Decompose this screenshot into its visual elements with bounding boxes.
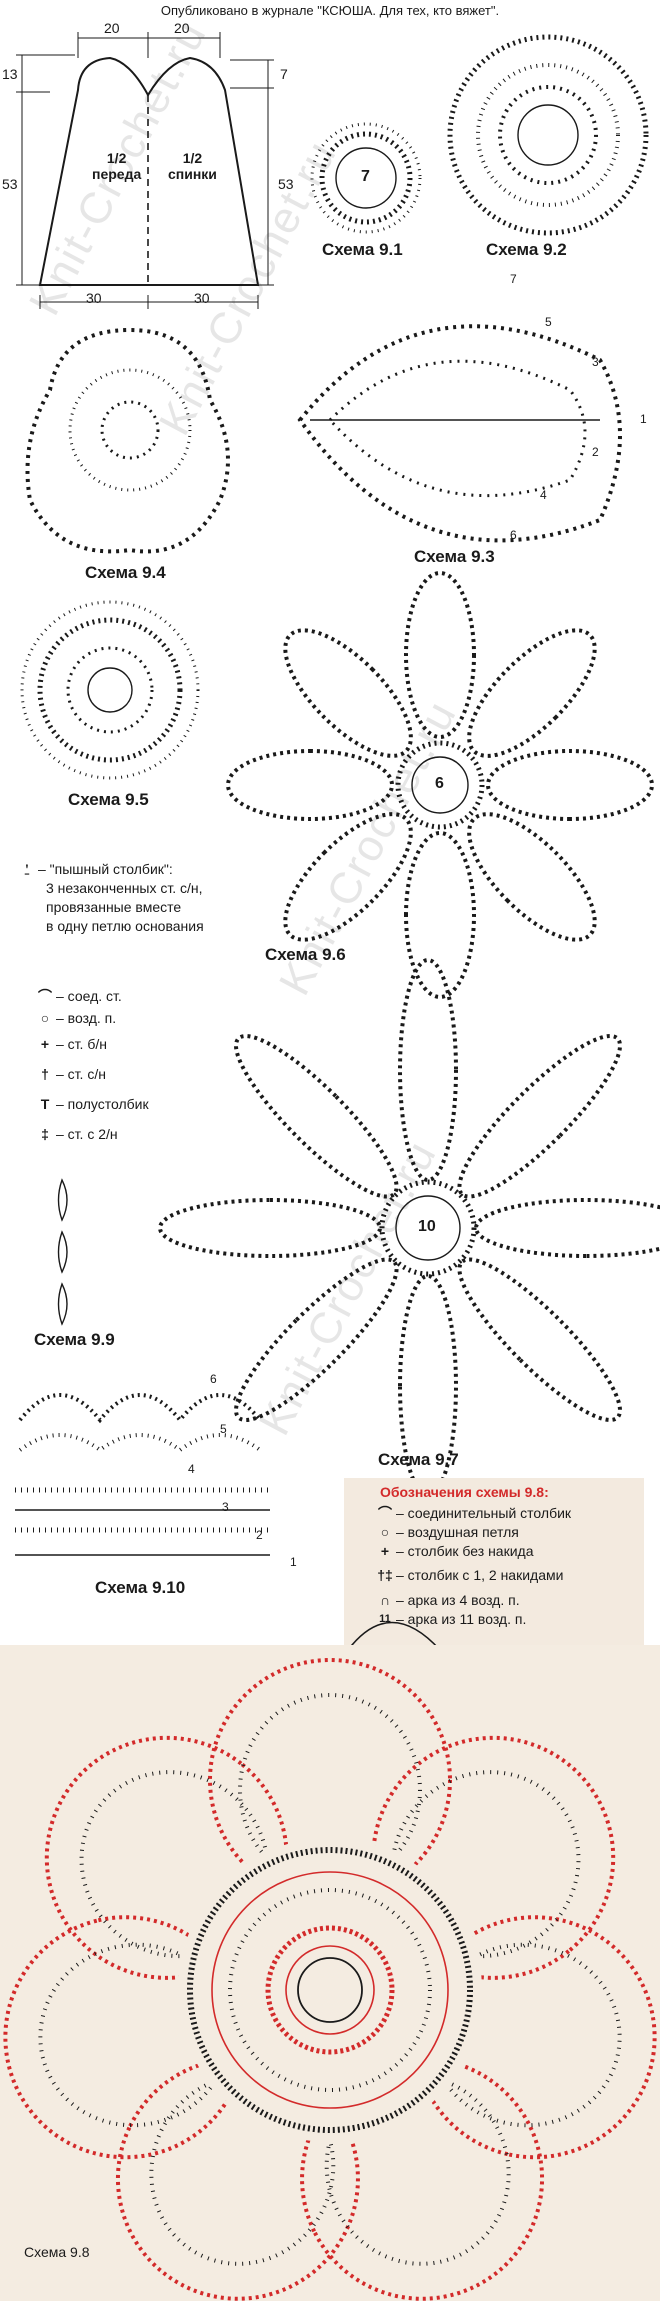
legend-label: – возд. п. [56, 1009, 117, 1026]
arch-11-chain-icon: 11 [379, 1612, 391, 1625]
row-number: 1 [640, 412, 647, 426]
caption-9-6: Схема 9.6 [265, 945, 346, 964]
row-number: 6 [210, 1372, 217, 1386]
legend-label: – арка из 4 возд. п. [396, 1591, 520, 1608]
legend-label: – соединительный столбик [396, 1504, 572, 1521]
dimension-bottom-left: 30 [86, 290, 102, 306]
legend-label: – столбик без накида [396, 1542, 534, 1559]
half-double-crochet-icon: T [40, 1095, 50, 1112]
legend-label: – арка из 11 возд. п. [396, 1610, 527, 1627]
row-number: 5 [220, 1422, 227, 1436]
center-number-9-1: 7 [361, 168, 370, 185]
caption-9-9: Схема 9.9 [34, 1330, 115, 1349]
caption-9-5: Схема 9.5 [68, 790, 149, 809]
treble-crochet-icon: ‡ [41, 1125, 49, 1142]
legend-general: ⌒– соед. ст. ○ – возд. п. + – ст. б/н † – с… [34, 985, 149, 1149]
center-number-9-6: 6 [435, 775, 444, 792]
row-number: 2 [592, 445, 599, 459]
legend-9-8: Обозначения схемы 9.8: ⌒– соединительный… [344, 1478, 644, 1658]
slip-stitch-icon: ⌒ [378, 1504, 392, 1521]
row-number: 4 [540, 488, 547, 502]
slip-stitch-icon: ⌒ [38, 987, 52, 1004]
legend-label: – ст. б/н [56, 1035, 107, 1052]
puff-note-line: 3 незаконченных ст. с/н, [46, 880, 203, 896]
double-treble-crochet-icon: †‡ [377, 1567, 393, 1583]
back-label: 1/2 спинки [168, 150, 217, 182]
double-crochet-icon: † [41, 1065, 49, 1082]
row-number: 7 [510, 272, 517, 286]
chain-stitch-icon: ○ [380, 1523, 390, 1540]
legend-label: – столбик с 1, 2 накидами [396, 1567, 564, 1583]
row-number: 6 [510, 528, 517, 542]
caption-9-7: Схема 9.7 [378, 1450, 459, 1469]
caption-9-10: Схема 9.10 [95, 1578, 186, 1597]
arch-4-chain-icon: ∩ [379, 1591, 391, 1608]
puff-stitch-icon: ⍘ [22, 861, 32, 877]
dimension-top-left: 20 [104, 20, 120, 36]
puff-stitch-note: ⍘ – "пышный столбик": 3 незаконченных ст.… [16, 860, 204, 936]
legend-label: – полустолбик [56, 1095, 149, 1112]
caption-9-2: Схема 9.2 [486, 240, 567, 259]
legend-label: – ст. с/н [56, 1065, 106, 1082]
puff-note-line: провязанные вместе [46, 899, 182, 915]
center-number-9-7: 10 [418, 1218, 436, 1235]
front-label: 1/2 переда [92, 150, 142, 182]
chain-stitch-icon: ○ [40, 1009, 50, 1026]
row-number: 3 [592, 355, 599, 369]
caption-9-3: Схема 9.3 [414, 547, 495, 566]
legend-label: – соед. ст. [56, 987, 122, 1004]
dimension-left-main: 53 [2, 176, 18, 192]
caption-9-8: Схема 9.8 [24, 2244, 90, 2260]
row-number: 2 [256, 1528, 263, 1542]
row-number: 5 [545, 315, 552, 329]
row-number: 1 [290, 1555, 297, 1569]
row-number: 4 [188, 1462, 195, 1476]
publication-note: Опубликовано в журнале "КСЮША. Для тех, … [160, 3, 500, 18]
single-crochet-icon: + [380, 1542, 390, 1559]
legend-label: – воздушная петля [396, 1523, 519, 1540]
legend-9-8-title: Обозначения схемы 9.8: [380, 1484, 549, 1500]
single-crochet-icon: + [40, 1035, 50, 1052]
puff-note-title: – "пышный столбик": [38, 861, 173, 877]
legend-label: – ст. с 2/н [56, 1125, 118, 1142]
dimension-right-main: 53 [278, 176, 294, 192]
row-number: 3 [222, 1500, 229, 1514]
caption-9-1: Схема 9.1 [322, 240, 403, 259]
caption-9-4: Схема 9.4 [85, 563, 166, 582]
dimension-top-right: 20 [174, 20, 190, 36]
dimension-right-top: 7 [280, 66, 288, 82]
puff-note-line: в одну петлю основания [46, 918, 204, 934]
dimension-bottom-right: 30 [194, 290, 210, 306]
dimension-left-top: 13 [2, 66, 18, 82]
